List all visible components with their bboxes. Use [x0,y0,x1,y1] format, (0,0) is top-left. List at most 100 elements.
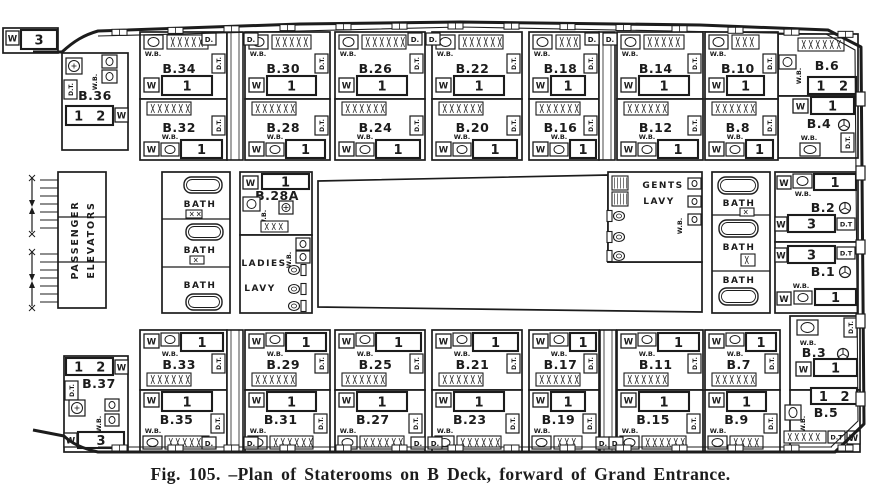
svg-text:W.B.: W.B. [340,50,357,58]
svg-text:W: W [439,397,449,407]
svg-text:D.T.: D.T. [768,417,775,430]
svg-text:1: 1 [563,80,572,95]
svg-text:D.T.: D.T. [414,57,421,70]
svg-text:D.T.: D.T. [216,57,223,70]
svg-text:D.T.: D.T. [510,417,517,430]
svg-text:D.T.: D.T. [848,321,855,334]
svg-text:1: 1 [756,336,765,351]
svg-text:3: 3 [34,34,43,49]
svg-text:B.16: B.16 [544,120,578,135]
svg-text:B.18: B.18 [544,61,578,76]
svg-text:W: W [779,295,789,305]
svg-text:BATH: BATH [184,200,217,210]
svg-text:W: W [252,397,262,407]
svg-text:W.B.: W.B. [801,134,818,142]
svg-text:W: W [536,82,546,92]
svg-text:BATH: BATH [184,246,217,256]
svg-text:W.B.: W.B. [800,339,817,347]
svg-text:1: 1 [742,396,751,411]
svg-text:W.B.: W.B. [551,133,568,141]
svg-text:W: W [624,397,634,407]
svg-text:B.1: B.1 [811,264,835,279]
svg-text:1: 1 [182,396,191,411]
svg-text:1: 1 [563,396,572,411]
svg-text:D.T.: D.T. [588,57,595,70]
svg-text:B.23: B.23 [453,412,487,427]
svg-text:W: W [147,146,157,156]
svg-text:D.T: D.T [830,434,843,442]
svg-text:W: W [439,146,449,156]
svg-text:W.B.: W.B. [710,50,727,58]
svg-text:D.T.: D.T. [511,57,518,70]
svg-text:W: W [439,82,449,92]
svg-text:LAVY: LAVY [244,284,276,294]
svg-text:1: 1 [394,336,403,351]
svg-text:D.T.: D.T. [588,119,595,132]
svg-text:3: 3 [96,434,105,449]
svg-text:W: W [117,112,127,122]
svg-text:PASSENGER: PASSENGER [70,201,81,280]
svg-text:W: W [147,82,157,92]
svg-text:1: 1 [474,396,483,411]
svg-text:B.8: B.8 [726,120,750,135]
svg-text:B.32: B.32 [162,120,196,135]
svg-text:W.B.: W.B. [260,210,268,227]
svg-text:W: W [536,397,546,407]
svg-text:D.T.: D.T. [414,119,421,132]
svg-text:3: 3 [807,249,816,264]
svg-text:D.: D. [606,36,614,44]
svg-text:W.B.: W.B. [250,427,267,435]
svg-text:1: 1 [755,143,764,158]
svg-text:D.: D. [247,440,255,448]
svg-text:W: W [796,103,806,113]
svg-text:2: 2 [96,110,105,125]
svg-text:W.B.: W.B. [622,50,639,58]
svg-text:1: 1 [474,80,483,95]
svg-text:D.T.: D.T. [215,417,222,430]
svg-text:B.17: B.17 [544,357,578,372]
svg-text:D.T.: D.T. [68,83,75,96]
svg-text:W.B.: W.B. [145,427,162,435]
svg-text:B.36: B.36 [78,88,112,103]
svg-text:W: W [246,179,256,189]
svg-text:W: W [776,221,786,231]
svg-text:W: W [712,397,722,407]
svg-text:B.6: B.6 [815,58,839,73]
svg-text:B.25: B.25 [359,357,393,372]
svg-text:1: 1 [74,110,83,125]
svg-text:W: W [342,338,352,348]
svg-text:D.T.: D.T. [587,417,594,430]
svg-text:LAVY: LAVY [643,197,675,207]
svg-text:W: W [624,146,634,156]
svg-text:W: W [536,146,546,156]
svg-text:BATH: BATH [723,199,756,209]
svg-text:1: 1 [287,80,296,95]
svg-text:W: W [536,338,546,348]
cabin-B.8: D.T.B.8WW.B.1 [704,98,779,161]
svg-text:W.B.: W.B. [357,133,374,141]
svg-text:D.: D. [429,36,437,44]
svg-text:B.4: B.4 [807,116,831,131]
svg-text:W: W [624,82,634,92]
svg-text:1: 1 [830,176,839,191]
svg-text:D.T.: D.T. [511,357,518,370]
